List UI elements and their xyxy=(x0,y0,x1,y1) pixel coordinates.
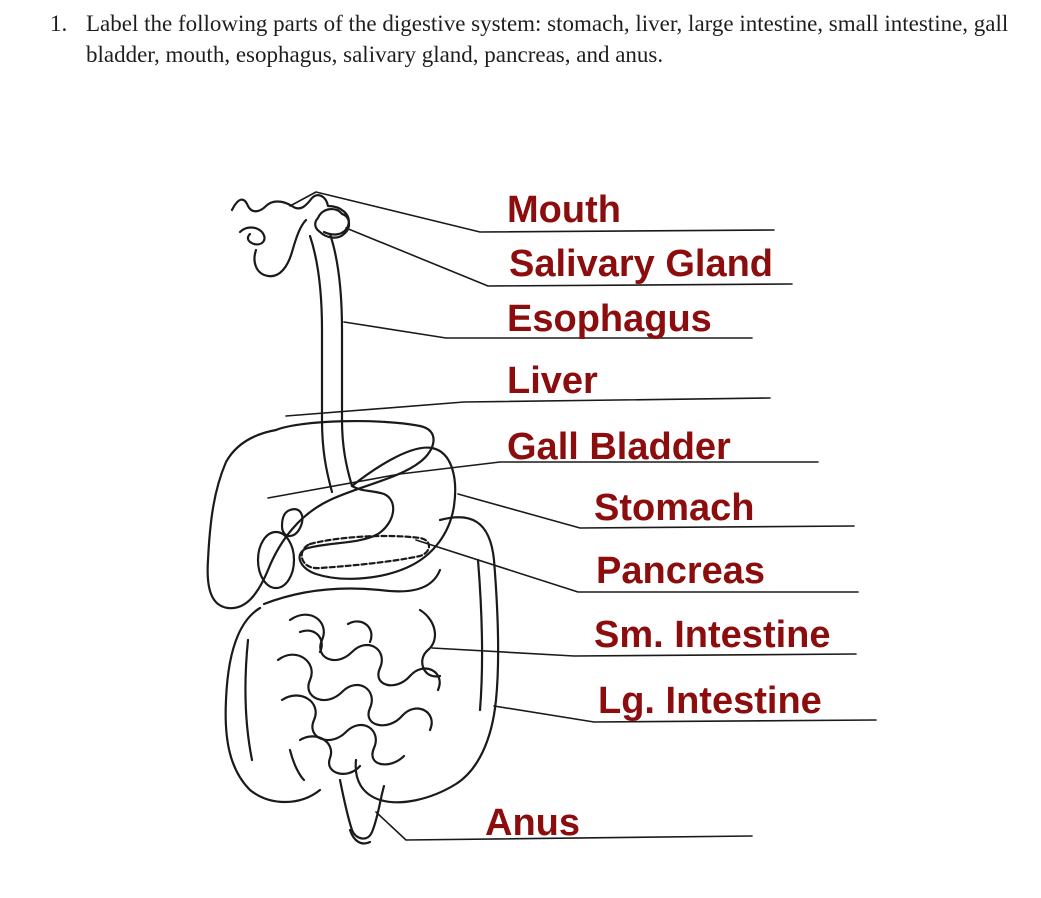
duodenum-shape xyxy=(256,530,296,590)
liver-shape xyxy=(206,419,435,610)
large-intestine-inner xyxy=(244,558,484,762)
anus-shape xyxy=(348,828,372,845)
leader-lines xyxy=(267,191,877,841)
leader-liver xyxy=(285,397,771,417)
stomach-shape xyxy=(298,446,457,580)
appendix-shape xyxy=(288,748,306,782)
leader-mouth xyxy=(289,191,775,233)
leader-small-intestine xyxy=(431,647,857,657)
esophagus-left-wall xyxy=(308,234,334,494)
esophagus-right-wall xyxy=(328,232,354,488)
question-number: 1. xyxy=(50,11,68,36)
label-stomach: Stomach xyxy=(594,487,754,529)
label-salivary-gland: Salivary Gland xyxy=(509,243,773,285)
label-mouth: Mouth xyxy=(507,189,621,231)
label-large-intestine: Lg. Intestine xyxy=(598,680,822,722)
label-pancreas: Pancreas xyxy=(596,550,765,592)
leader-stomach xyxy=(457,493,855,529)
question: 1. Label the following parts of the dige… xyxy=(50,8,1010,70)
leader-pancreas xyxy=(415,539,859,593)
tongue xyxy=(253,218,308,278)
salivary-gland-shape xyxy=(314,208,351,239)
gall-bladder-shape xyxy=(280,508,304,538)
leader-salivary-gland xyxy=(345,227,793,287)
mouth-cavity xyxy=(238,226,266,246)
large-intestine-shape xyxy=(224,516,500,804)
leader-gall-bladder xyxy=(267,461,819,499)
label-anus: Anus xyxy=(485,802,580,844)
small-intestine-coils xyxy=(276,608,442,775)
leader-esophagus xyxy=(343,321,753,339)
label-esophagus: Esophagus xyxy=(507,298,712,340)
leader-anus xyxy=(375,811,753,841)
leader-large-intestine xyxy=(493,705,877,723)
label-liver: Liver xyxy=(507,360,598,402)
label-gall-bladder: Gall Bladder xyxy=(507,426,731,468)
rectum-shape xyxy=(338,778,386,840)
label-small-intestine: Sm. Intestine xyxy=(594,614,831,656)
pancreas-shape xyxy=(300,534,431,570)
question-text: Label the following parts of the digesti… xyxy=(86,11,1009,67)
